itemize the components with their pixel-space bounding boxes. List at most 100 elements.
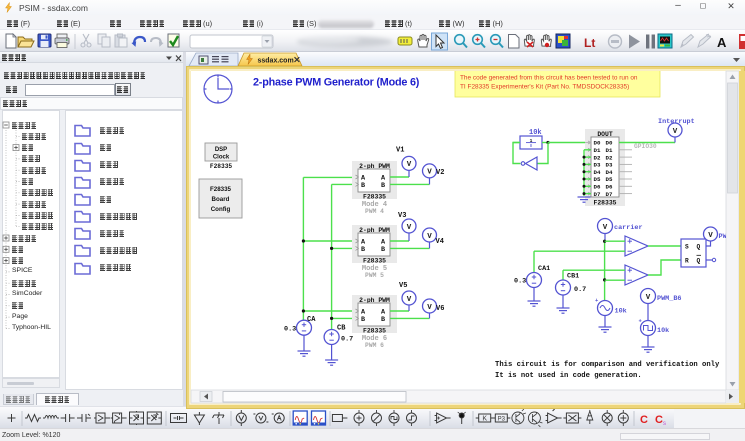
svg-text:D7: D7: [594, 191, 601, 198]
svg-text:s: s: [663, 421, 666, 427]
svg-text:2-phase PWM Generator (Mode 6): 2-phase PWM Generator (Mode 6): [253, 77, 420, 89]
svg-text:CB1: CB1: [567, 273, 579, 281]
svg-text:D3: D3: [594, 162, 601, 169]
svg-text:D2: D2: [606, 154, 613, 161]
svg-text:A: A: [381, 175, 386, 183]
svg-text:D6: D6: [594, 184, 601, 191]
svg-text:carrier: carrier: [614, 224, 643, 232]
svg-text:0.3: 0.3: [284, 326, 296, 334]
svg-text:TI F28335 Experimenter's Kit (: TI F28335 Experimenter's Kit (Part No. T…: [460, 84, 629, 91]
svg-text:CB: CB: [337, 325, 346, 333]
svg-text:+: +: [595, 297, 599, 304]
svg-text:D7: D7: [606, 191, 613, 198]
svg-text:CA: CA: [307, 316, 316, 324]
svg-text:F28335: F28335: [363, 328, 386, 335]
svg-text:A: A: [381, 239, 386, 247]
svg-text:V2: V2: [436, 169, 444, 177]
svg-text:V4: V4: [436, 238, 444, 246]
svg-text:D1: D1: [594, 147, 601, 154]
svg-text:0.7: 0.7: [341, 336, 353, 344]
svg-text:B: B: [381, 246, 385, 254]
svg-text:B: B: [361, 246, 365, 254]
svg-text:A: A: [381, 309, 386, 317]
svg-text:PWM 5: PWM 5: [365, 272, 384, 279]
svg-text:Mode 5: Mode 5: [362, 265, 387, 273]
svg-text:V: V: [603, 224, 608, 232]
svg-text:V: V: [427, 304, 432, 312]
svg-text:PWM_B6: PWM_B6: [657, 295, 681, 303]
svg-text:C: C: [640, 414, 648, 426]
svg-text:0.3: 0.3: [514, 278, 526, 286]
svg-text:Mode 4: Mode 4: [362, 201, 387, 209]
svg-text:F28335: F28335: [210, 186, 232, 193]
svg-text:Q: Q: [697, 258, 701, 265]
svg-text:V3: V3: [398, 212, 406, 220]
svg-text:ssdax.com: ssdax.com: [258, 58, 294, 65]
svg-text:D4: D4: [594, 169, 601, 176]
svg-text:A: A: [717, 35, 727, 50]
svg-text:PWM 4: PWM 4: [365, 208, 384, 215]
svg-text:K: K: [482, 416, 487, 423]
svg-text:V5: V5: [399, 282, 407, 290]
svg-text:D2: D2: [594, 154, 601, 161]
svg-text:V: V: [673, 128, 678, 136]
svg-text:V: V: [646, 294, 651, 302]
svg-text:V: V: [407, 296, 412, 304]
svg-text:10k: 10k: [615, 308, 627, 316]
svg-text:DSP: DSP: [215, 147, 227, 153]
svg-text:V: V: [407, 161, 412, 169]
svg-text:2-ph PWM: 2-ph PWM: [359, 227, 390, 234]
svg-text:GPIO30: GPIO30: [634, 143, 657, 150]
svg-text:F28335: F28335: [363, 258, 386, 265]
svg-text:D0: D0: [606, 140, 613, 147]
svg-text:0.7: 0.7: [574, 286, 586, 294]
svg-text:S: S: [685, 244, 689, 251]
svg-text:The code generated from this c: The code generated from this circuit has…: [460, 75, 638, 82]
svg-text:D3: D3: [606, 162, 613, 169]
svg-text:F28335: F28335: [363, 194, 386, 201]
svg-text:F28335: F28335: [593, 200, 616, 207]
svg-text:D4: D4: [606, 169, 613, 176]
svg-text:V1: V1: [396, 147, 404, 155]
svg-text:Board: Board: [212, 196, 230, 203]
svg-text:A: A: [361, 175, 366, 183]
svg-text:This circuit is for comparison: This circuit is for comparison and verif…: [495, 361, 720, 369]
svg-text:Interrupt: Interrupt: [658, 118, 695, 126]
svg-text:Mode 6: Mode 6: [362, 335, 387, 343]
svg-text:V: V: [427, 169, 432, 177]
svg-text:Q: Q: [697, 244, 701, 251]
svg-text:It is not used in code generat: It is not used in code generation.: [495, 372, 642, 380]
svg-text:PWM_B6: PWM_B6: [719, 233, 743, 241]
svg-text:PWM 6: PWM 6: [365, 342, 384, 349]
svg-text:F28335: F28335: [210, 163, 233, 170]
svg-text:B: B: [381, 182, 385, 190]
svg-text:V: V: [708, 232, 713, 240]
svg-text:10k: 10k: [529, 129, 542, 137]
svg-text:2-ph PWM: 2-ph PWM: [359, 297, 390, 304]
svg-text:B: B: [361, 316, 365, 324]
svg-text:D0: D0: [594, 140, 601, 147]
svg-text:A: A: [361, 309, 366, 317]
svg-text:V: V: [407, 224, 412, 232]
svg-text:R: R: [685, 258, 689, 265]
svg-text:D6: D6: [606, 184, 613, 191]
svg-text:1: 1: [530, 138, 533, 144]
svg-text:C: C: [655, 414, 663, 426]
svg-text:D5: D5: [594, 176, 601, 183]
svg-text:Lt: Lt: [584, 36, 595, 50]
svg-text:CA1: CA1: [538, 265, 550, 273]
svg-text:Clock: Clock: [213, 155, 230, 161]
svg-text:B: B: [381, 316, 385, 324]
svg-text:D1: D1: [606, 147, 613, 154]
svg-text:P3: P3: [498, 417, 506, 423]
svg-text:Config: Config: [211, 206, 231, 213]
svg-text:+: +: [639, 318, 643, 325]
svg-text:10k: 10k: [657, 327, 669, 335]
svg-text:V: V: [427, 233, 432, 241]
svg-text:B: B: [361, 182, 365, 190]
svg-text:A: A: [361, 239, 366, 247]
svg-text:2-ph PWM: 2-ph PWM: [359, 163, 390, 170]
svg-text:DOUT: DOUT: [597, 131, 613, 138]
svg-text:V6: V6: [436, 305, 444, 313]
svg-text:D5: D5: [606, 176, 613, 183]
